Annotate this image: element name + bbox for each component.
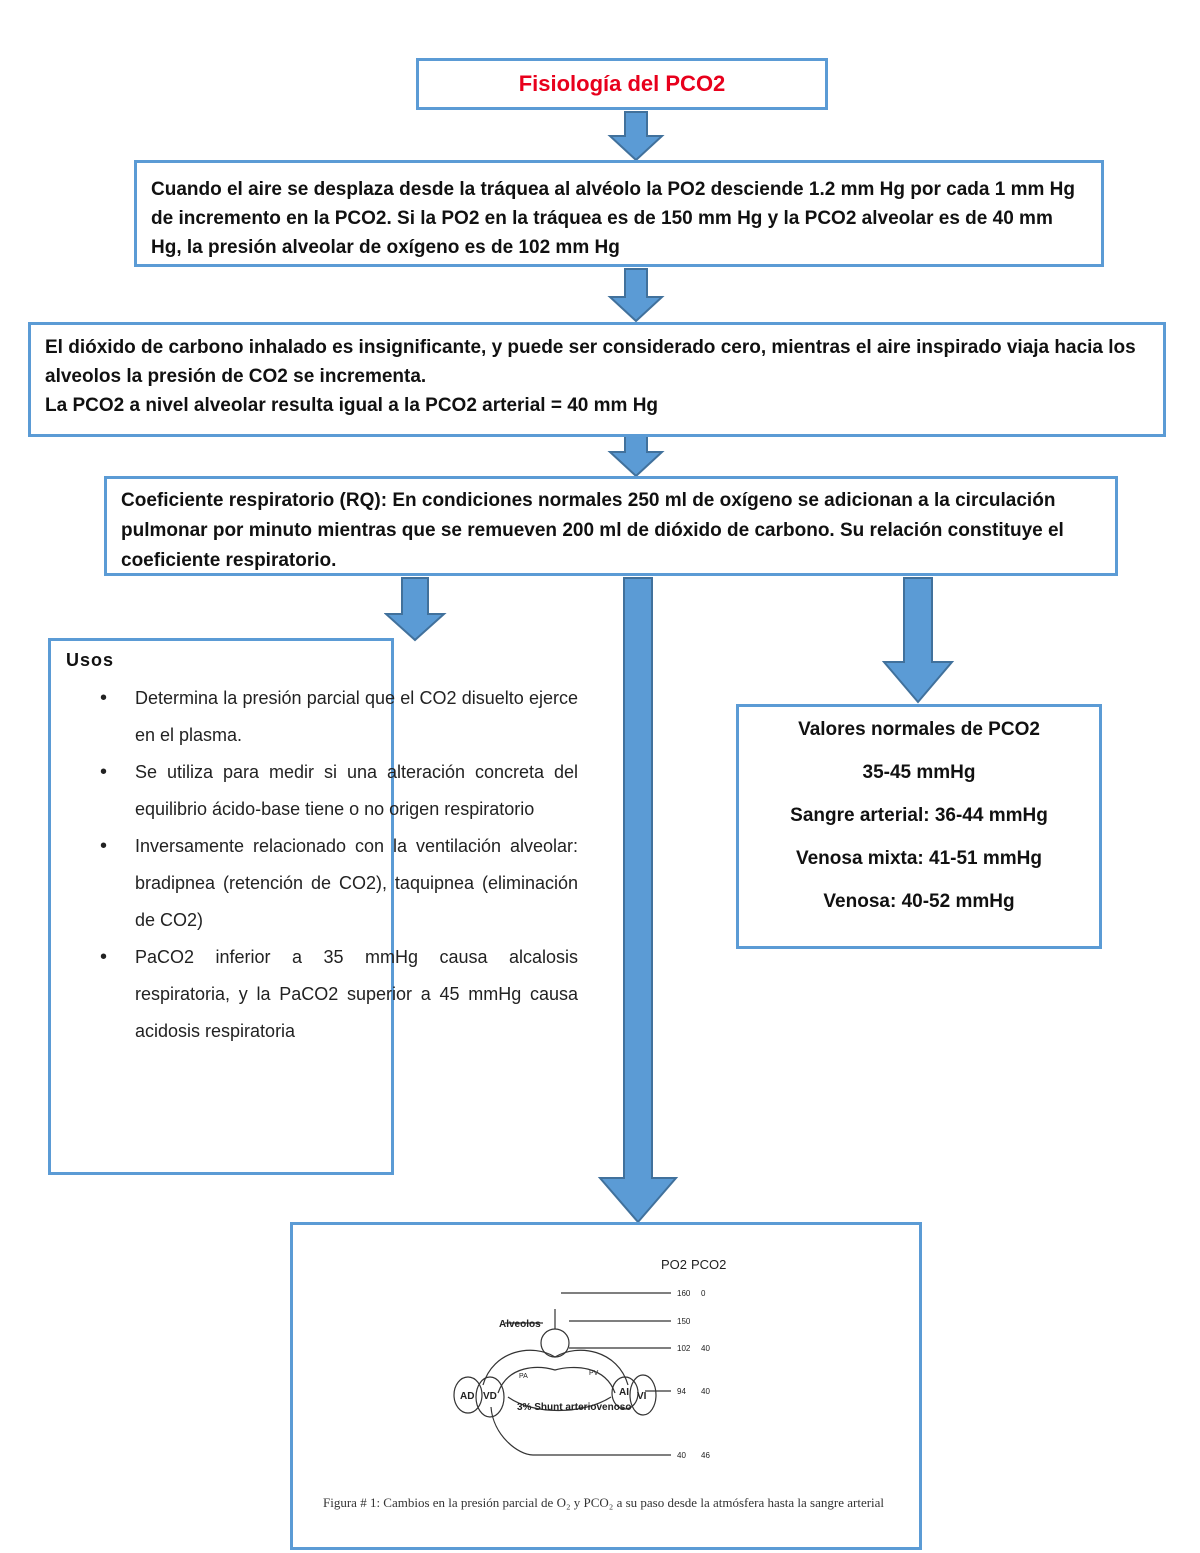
arrow-down-icon [881,577,955,704]
usos-title: Usos [66,650,115,670]
co2-inhaled-text: El dióxido de carbono inhalado es insign… [45,337,1136,387]
page-title: Fisiología del PCO2 [518,71,726,96]
pco2-value: 0 [701,1289,706,1298]
po2-value: 40 [677,1451,686,1460]
arrow-down-icon [384,577,447,642]
usos-list: Determina la presión parcial que el CO2 … [100,680,578,1050]
pco2-trachea-text: Cuando el aire se desplaza desde la tráq… [151,179,1075,258]
vi-label: VI [637,1391,647,1402]
list-item: Inversamente relacionado con la ventilac… [100,828,578,939]
po2-value: 150 [677,1317,691,1326]
arrow-down-icon [607,268,665,323]
valores-title: Valores normales de PCO2 [798,719,1040,740]
ai-label: AI [619,1387,629,1398]
shunt-label: 3% Shunt arteriovenoso [517,1402,631,1413]
po2-value: 94 [677,1387,686,1396]
pco2-alveolar-text: La PCO2 a nivel alveolar resulta igual a… [45,395,659,416]
list-item: PaCO2 inferior a 35 mmHg causa alcalosis… [100,939,578,1050]
arrow-down-long-icon [597,577,679,1224]
po2-value: 160 [677,1289,691,1298]
arrow-down-icon [607,111,665,162]
pco2-trachea-box: Cuando el aire se desplaza desde la tráq… [134,160,1104,267]
list-item: Se utiliza para medir si una alteración … [100,754,578,828]
po2-header: PO2 [661,1257,687,1272]
valores-venosa-mixta: Venosa mixta: 41-51 mmHg [795,848,1043,869]
alveolos-label: Alveolos [499,1319,541,1330]
figure-caption: Figura # 1: Cambios en la presión parcia… [323,1495,885,1510]
pco2-value: 40 [701,1344,710,1353]
respiratory-quotient-text: Coeficiente respiratorio (RQ): En condic… [121,490,1064,571]
ad-label: AD [460,1391,474,1402]
vd-label: VD [483,1391,497,1402]
pressure-diagram: PO2 PCO2 Alveolos AD VD AI VI PA PV 3% S… [453,1257,726,1460]
figure-box: PO2 PCO2 Alveolos AD VD AI VI PA PV 3% S… [290,1222,922,1550]
valores-box: Valores normales de PCO2 35-45 mmHg Sang… [736,704,1102,949]
valores-venosa: Venosa: 40-52 mmHg [823,891,1015,912]
list-item: Determina la presión parcial que el CO2 … [100,680,578,754]
respiratory-quotient-box: Coeficiente respiratorio (RQ): En condic… [104,476,1118,576]
po2-value: 102 [677,1344,691,1353]
valores-range: 35-45 mmHg [862,762,976,783]
title-box: Fisiología del PCO2 [416,58,828,110]
pa-label: PA [519,1373,528,1380]
pv-label: PV [589,1370,599,1377]
co2-inhaled-box: El dióxido de carbono inhalado es insign… [28,322,1166,437]
pco2-value: 46 [701,1451,710,1460]
pco2-header: PCO2 [691,1257,726,1272]
pco2-value: 40 [701,1387,710,1396]
valores-arterial: Sangre arterial: 36-44 mmHg [790,805,1048,826]
